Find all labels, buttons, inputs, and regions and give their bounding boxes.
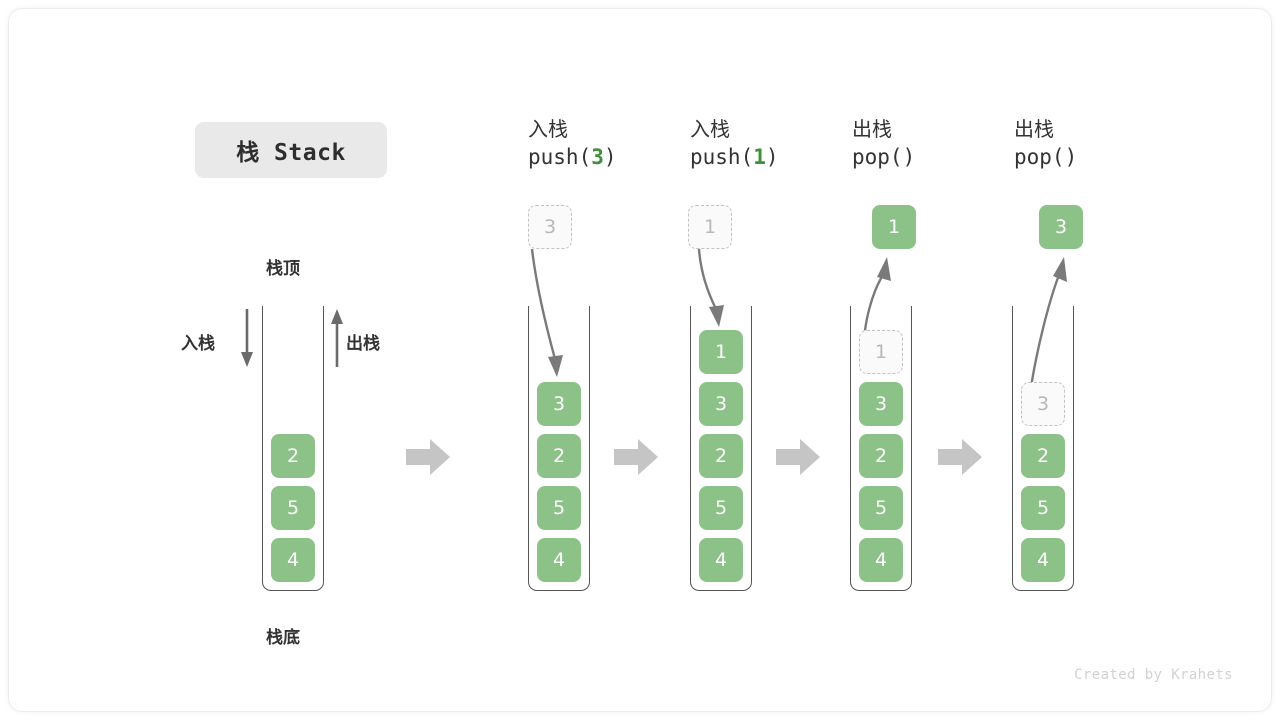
code-prefix: push(: [528, 145, 592, 170]
stack-cell: 3: [859, 382, 903, 426]
code-prefix: pop(: [1014, 145, 1065, 170]
stack-container-walls: [262, 306, 324, 591]
stack-bottom-label: 栈底: [266, 628, 300, 648]
code-prefix: push(: [690, 145, 754, 170]
column-header-pop-3: 出栈 pop(): [1014, 115, 1077, 173]
flow-arrow-icon: [776, 439, 820, 475]
stack-top-label: 栈顶: [266, 259, 300, 279]
credit-footer: Created by Krahets: [1074, 667, 1233, 683]
stack-cell: 1: [699, 330, 743, 374]
code-arg: 1: [753, 145, 766, 170]
column-header-code: push(3): [528, 143, 617, 173]
column-header-cn: 入栈: [690, 117, 730, 141]
popped-cell: 1: [872, 205, 916, 249]
column-header-push-1: 入栈 push(1): [690, 115, 779, 173]
stack-cell: 2: [271, 434, 315, 478]
code-suffix: ): [603, 145, 617, 170]
stack-cell-ghost: 3: [1021, 382, 1065, 426]
stack-cell: 4: [1021, 538, 1065, 582]
stack-cell: 5: [271, 486, 315, 530]
code-arg: 3: [591, 145, 604, 170]
column-header-code: pop(): [852, 143, 915, 173]
stack-cell: 2: [699, 434, 743, 478]
column-header-cn: 出栈: [1014, 117, 1054, 141]
floating-ghost-cell: 3: [528, 205, 572, 249]
stack-cell: 3: [537, 382, 581, 426]
column-header-code: pop(): [1014, 143, 1077, 173]
stack-cell: 5: [859, 486, 903, 530]
stack-cell: 2: [859, 434, 903, 478]
column-header-code: push(1): [690, 143, 779, 173]
pop-up-arrow-icon: [331, 309, 343, 367]
page-title: 栈 Stack: [236, 140, 346, 166]
flow-arrow-icon: [938, 439, 982, 475]
stack-cell: 5: [699, 486, 743, 530]
column-header-cn: 入栈: [528, 117, 568, 141]
pop-direction-label: 出栈: [346, 334, 380, 354]
code-suffix: ): [765, 145, 779, 170]
push-direction-label: 入栈: [181, 334, 215, 354]
stack-cell-ghost: 1: [859, 330, 903, 374]
stack-cell: 4: [859, 538, 903, 582]
code-suffix: ): [902, 145, 916, 170]
stack-container-walls: [690, 306, 752, 591]
stack-cell: 4: [537, 538, 581, 582]
stack-cell: 5: [537, 486, 581, 530]
column-header-cn: 出栈: [852, 117, 892, 141]
flow-arrow-icon: [614, 439, 658, 475]
code-prefix: pop(: [852, 145, 903, 170]
code-suffix: ): [1064, 145, 1078, 170]
stack-cell: 5: [1021, 486, 1065, 530]
stack-cell: 4: [271, 538, 315, 582]
stack-cell: 3: [699, 382, 743, 426]
stack-cell: 4: [699, 538, 743, 582]
stack-container-walls: [850, 306, 912, 591]
diagram-title-chip: 栈 Stack: [195, 122, 387, 178]
popped-cell: 3: [1039, 205, 1083, 249]
diagram-canvas: 栈 Stack 栈顶 栈底 入栈 出栈 2 5 4 入栈 push(3) 3 3…: [8, 8, 1272, 712]
stack-container-walls: [1012, 306, 1074, 591]
stack-cell: 2: [537, 434, 581, 478]
stack-container-walls: [528, 306, 590, 591]
stack-cell: 2: [1021, 434, 1065, 478]
floating-ghost-cell: 1: [688, 205, 732, 249]
column-header-push-3: 入栈 push(3): [528, 115, 617, 173]
push-down-arrow-icon: [241, 309, 253, 367]
column-header-pop-1: 出栈 pop(): [852, 115, 915, 173]
flow-arrow-icon: [406, 439, 450, 475]
